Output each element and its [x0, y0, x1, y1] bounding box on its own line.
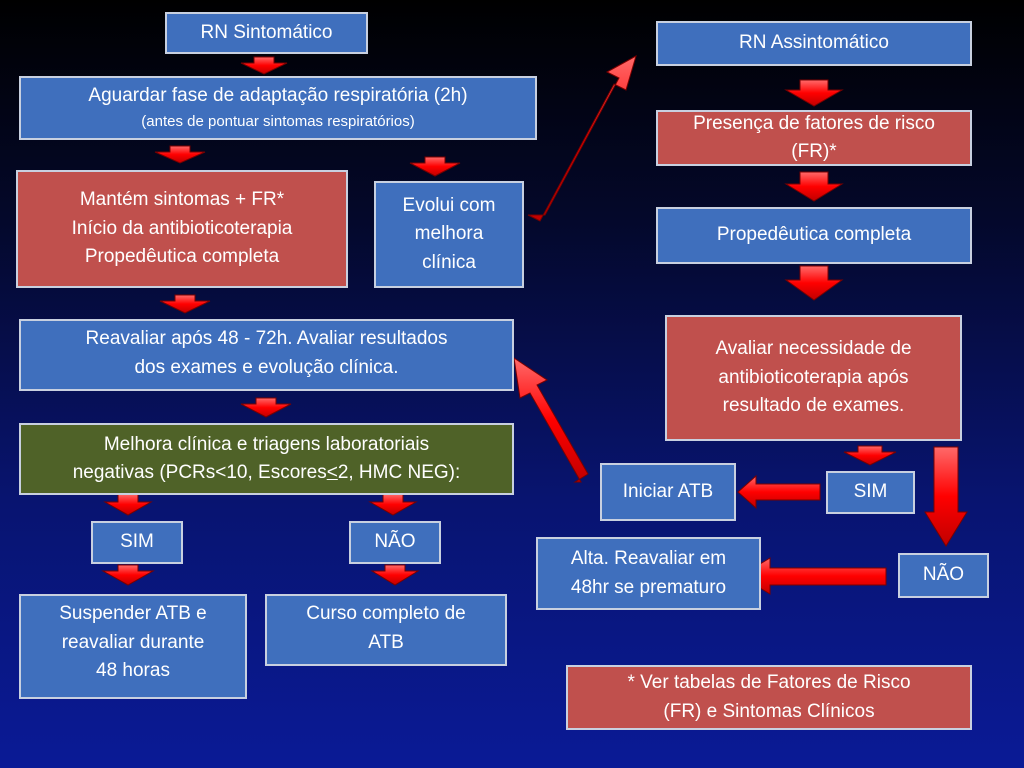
arrow-down-9	[370, 564, 420, 586]
arrow-down-5	[240, 397, 292, 418]
rn-sintomatico-label: RN Sintomático	[200, 21, 333, 43]
melhora-line2-a: negativas (PCRs<10, Escores	[72, 462, 327, 483]
presenca-line2: (FR)*	[791, 141, 837, 162]
sim-right-label: SIM	[853, 481, 888, 503]
sim-left-label: SIM	[120, 531, 154, 553]
melhora-box: Melhora clínica e triagens laboratoriais…	[19, 423, 514, 495]
avaliar-box: Avaliar necessidade de antibioticoterapi…	[665, 315, 962, 441]
arrow-left-1	[737, 474, 821, 510]
melhora-line2-underlined: <	[326, 462, 338, 483]
iniciar-atb-box: Iniciar ATB	[600, 463, 736, 521]
arrow-down-13	[843, 445, 897, 466]
arrow-down-8	[101, 564, 155, 586]
suspender-line1: Suspender ATB e	[59, 603, 207, 624]
evolui-box: Evolui com melhora clínica	[374, 181, 524, 288]
reavaliar-box: Reavaliar após 48 - 72h. Avaliar resulta…	[19, 319, 514, 391]
nota-line2: (FR) e Sintomas Clínicos	[663, 700, 875, 722]
nota-box: * Ver tabelas de Fatores de Risco (FR) e…	[566, 665, 972, 730]
alta-line1: Alta. Reavaliar em	[570, 548, 727, 569]
rn-assintomatico-box: RN Assintomático	[656, 21, 972, 66]
avaliar-line1: Avaliar necessidade de	[715, 338, 912, 360]
curso-line1: Curso completo de	[306, 603, 466, 624]
mantem-line3: Propedêutica completa	[84, 246, 280, 268]
arrow-down-11	[784, 171, 844, 202]
evolui-line2: melhora	[414, 223, 484, 245]
avaliar-line3: resultado de exames.	[722, 395, 905, 417]
evolui-line1: Evolui com	[402, 194, 496, 216]
presenca-line1: Presença de fatores de risco	[693, 112, 935, 134]
iniciar-atb-label: Iniciar ATB	[622, 480, 714, 502]
mantem-box: Mantém sintomas + FR* Início da antibiot…	[16, 170, 348, 288]
curso-box: Curso completo de ATB	[265, 594, 507, 666]
nota-line1: * Ver tabelas de Fatores de Risco	[627, 672, 911, 693]
sim-left-box: SIM	[91, 521, 183, 564]
arrow-down-10	[784, 79, 844, 107]
aguardar-box: Aguardar fase de adaptação respiratória …	[19, 76, 537, 140]
melhora-line1: Melhora clínica e triagens laboratoriais	[103, 433, 430, 455]
arrow-down-12	[784, 265, 844, 301]
melhora-line2-b: 2, HMC NEG):	[337, 462, 461, 483]
arrow-down-2	[154, 145, 206, 164]
propedeutica-label: Propedêutica completa	[716, 224, 912, 246]
suspender-line3: 48 horas	[96, 660, 170, 681]
rn-sintomatico-box: RN Sintomático	[165, 12, 368, 54]
nao-right-label: NÃO	[922, 564, 965, 586]
aguardar-line2: (antes de pontuar sintomas respiratórios…	[141, 112, 415, 130]
mantem-line1: Mantém sintomas + FR*	[79, 189, 285, 211]
mantem-line2: Início da antibioticoterapia	[71, 217, 293, 239]
aguardar-line1: Aguardar fase de adaptação respiratória …	[88, 85, 468, 106]
arrow-left-2	[739, 557, 887, 595]
propedeutica-box: Propedêutica completa	[656, 207, 972, 264]
sim-right-box: SIM	[826, 471, 915, 514]
evolui-line3: clínica	[422, 251, 476, 273]
arrow-down-7	[368, 493, 418, 516]
reavaliar-line1: Reavaliar após 48 - 72h. Avaliar resulta…	[85, 328, 448, 349]
arrow-down-3	[409, 156, 461, 177]
rn-assintomatico-label: RN Assintomático	[739, 32, 889, 54]
nao-left-box: NÃO	[349, 521, 441, 564]
suspender-line2: reavaliar durante	[61, 631, 205, 653]
arrow-diagonal-up	[527, 54, 637, 222]
alta-box: Alta. Reavaliar em 48hr se prematuro	[536, 537, 761, 610]
suspender-box: Suspender ATB e reavaliar durante 48 hor…	[19, 594, 247, 699]
nao-left-label: NÃO	[374, 531, 416, 553]
arrow-down-4	[159, 294, 211, 314]
arrow-down-1	[240, 56, 288, 75]
reavaliar-line2: dos exames e evolução clínica.	[134, 356, 399, 378]
melhora-line2: negativas (PCRs<10, Escores<2, HMC NEG):	[73, 459, 461, 488]
arrow-diagonal-back	[513, 356, 589, 483]
alta-line2: 48hr se prematuro	[570, 576, 727, 598]
arrow-down-14	[924, 446, 968, 547]
curso-line2: ATB	[368, 631, 404, 653]
arrow-down-6	[103, 493, 153, 516]
nao-right-box: NÃO	[898, 553, 989, 598]
presenca-box: Presença de fatores de risco (FR)*	[656, 110, 972, 166]
avaliar-line2: antibioticoterapia após	[718, 366, 909, 388]
